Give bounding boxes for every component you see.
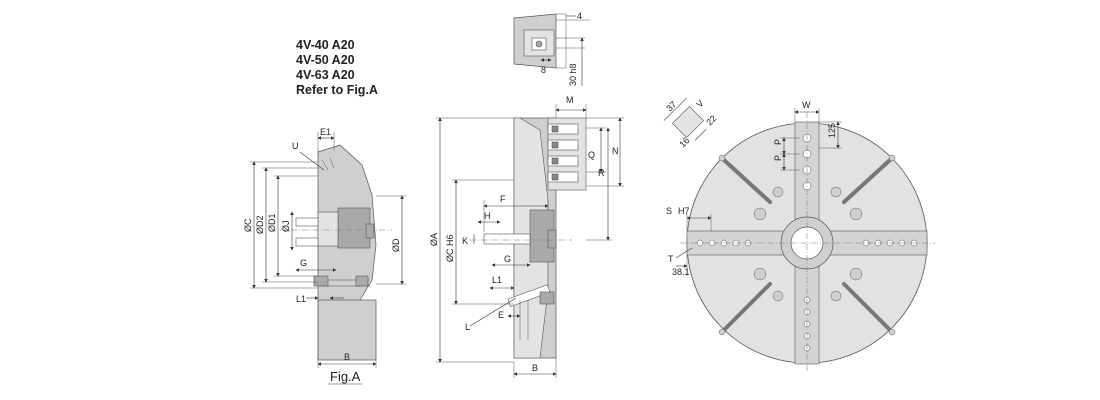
label-W: W: [802, 100, 811, 110]
label-L1-middle: L1: [492, 275, 502, 285]
model-list: 4V-40 A20 4V-50 A20 4V-63 A20 Refer to F…: [296, 38, 378, 98]
label-CH6: ØC H6: [445, 234, 455, 262]
label-37: 37: [664, 99, 678, 113]
label-H: H: [484, 211, 491, 221]
label-L1-fig-a: L1: [296, 294, 306, 304]
middle-section-view: [470, 117, 587, 359]
label-D: ØD: [391, 238, 401, 252]
label-J: ØJ: [281, 220, 291, 232]
middle-dimensions: M Q N R F H K ØA ØC H6: [429, 95, 624, 378]
fig-a-side-view: [280, 144, 392, 361]
model-1: 4V-40 A20: [296, 38, 355, 52]
label-G-middle: G: [504, 254, 511, 264]
label-K: K: [462, 236, 468, 246]
label-H7: H7: [678, 206, 690, 216]
label-G-fig-a: G: [300, 258, 307, 268]
label-A: ØA: [429, 233, 439, 246]
chuck-front-view: [680, 112, 935, 372]
label-E1: E1: [320, 127, 331, 137]
label-S: S: [666, 206, 672, 216]
label-det-8: 8: [541, 65, 546, 75]
label-16: 16: [677, 135, 691, 149]
label-C-fig-a: ØC: [243, 218, 253, 232]
fig-a-dimensions: E1 U ØC ØD2 ØD1 ØJ ØD G L1: [243, 127, 406, 368]
label-D1: ØD1: [267, 213, 277, 232]
label-P-2: P: [773, 155, 783, 161]
label-F: F: [500, 194, 506, 204]
label-22: 22: [704, 113, 718, 127]
figure-caption: Fig.A: [330, 369, 361, 384]
label-det-4: 4: [577, 11, 582, 21]
front-view-dimensions: W 125 P P 37 V 22 16 S H7 T: [663, 97, 842, 277]
model-2: 4V-50 A20: [296, 53, 355, 67]
label-U: U: [292, 141, 299, 151]
label-det-30h8: 30 h8: [568, 63, 578, 86]
label-125: 125: [827, 123, 837, 138]
label-L: L: [465, 322, 470, 332]
label-B-middle: B: [532, 363, 538, 373]
reference-note: Refer to Fig.A: [296, 83, 378, 97]
model-3: 4V-63 A20: [296, 68, 355, 82]
label-B-fig-a: B: [344, 352, 350, 362]
label-D2: ØD2: [255, 215, 265, 234]
label-N: N: [612, 146, 619, 156]
label-38-1: 38.1: [672, 267, 690, 277]
label-R: R: [598, 168, 605, 178]
label-M: M: [566, 95, 574, 105]
label-E: E: [498, 310, 504, 320]
label-V: V: [694, 98, 705, 109]
label-P-1: P: [773, 139, 783, 145]
jaw-detail-view: 4 8 30 h8: [513, 11, 590, 86]
label-T: T: [668, 254, 674, 264]
label-Q: Q: [588, 150, 595, 160]
